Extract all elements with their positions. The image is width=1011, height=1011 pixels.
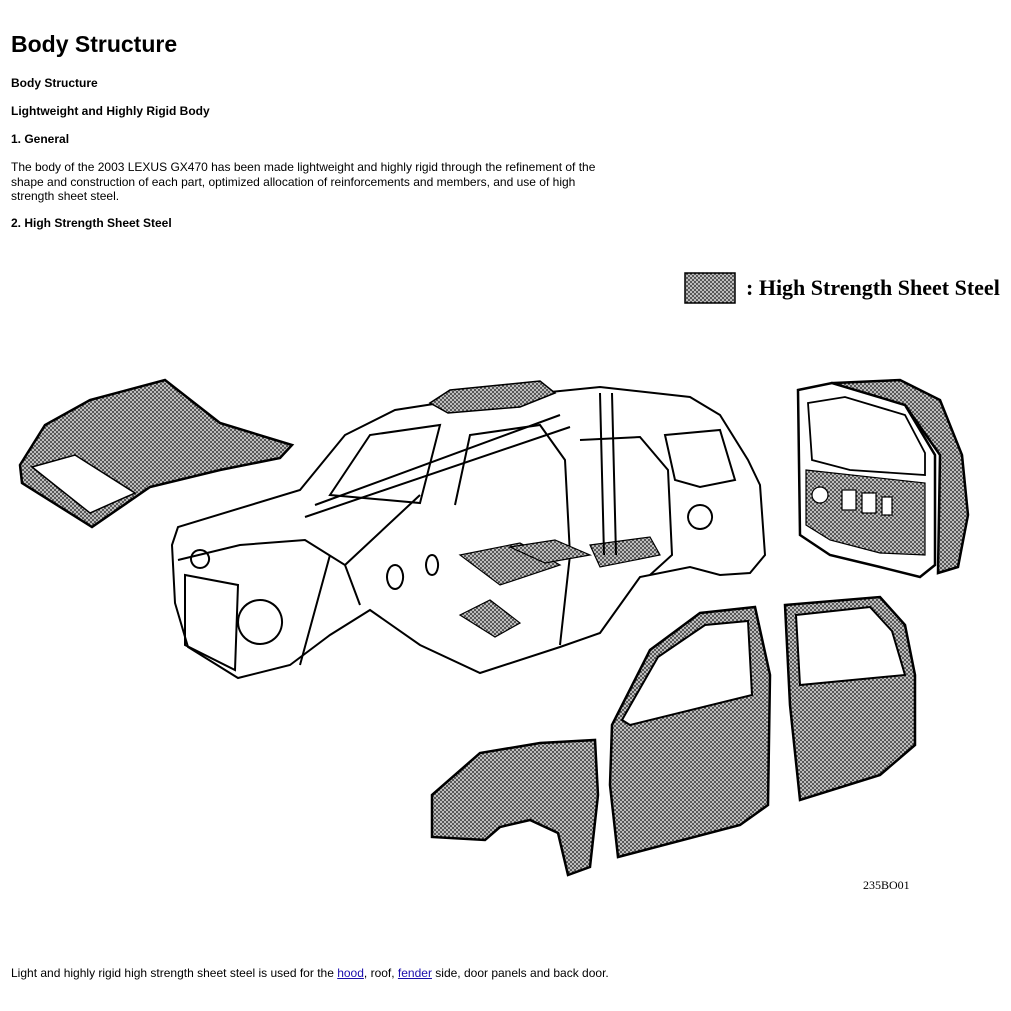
steel-heading: 2. High Strength Sheet Steel xyxy=(11,216,172,230)
legend: : High Strength Sheet Steel xyxy=(684,272,1000,304)
general-heading: 1. General xyxy=(11,132,70,146)
section-heading: Body Structure xyxy=(11,76,98,90)
general-paragraph: The body of the 2003 LEXUS GX470 has bee… xyxy=(11,160,596,203)
body-structure-diagram: : High Strength Sheet Steel xyxy=(18,272,1000,892)
fender-link[interactable]: fender xyxy=(397,966,432,980)
hood-panel xyxy=(18,378,295,529)
rear-door-panel xyxy=(783,595,917,802)
back-door-panel xyxy=(796,378,970,579)
figure-caption: Light and highly rigid high strength she… xyxy=(11,966,609,980)
fender-panel xyxy=(430,738,600,877)
caption-text-mid: , roof, xyxy=(363,966,398,980)
page-title: Body Structure xyxy=(11,31,178,57)
body-structure-figure: : High Strength Sheet Steel xyxy=(0,255,1011,905)
legend-label: : High Strength Sheet Steel xyxy=(746,275,1000,300)
body-shell xyxy=(170,380,767,680)
subsection-heading: Lightweight and Highly Rigid Body xyxy=(11,104,210,118)
caption-text-after: side, door panels and back door. xyxy=(431,966,609,980)
front-door-panel xyxy=(608,605,772,859)
figure-code: 235BO01 xyxy=(863,878,910,892)
legend-swatch xyxy=(684,272,736,304)
hood-link[interactable]: hood xyxy=(337,966,364,980)
caption-text-before: Light and highly rigid high strength she… xyxy=(11,966,338,980)
